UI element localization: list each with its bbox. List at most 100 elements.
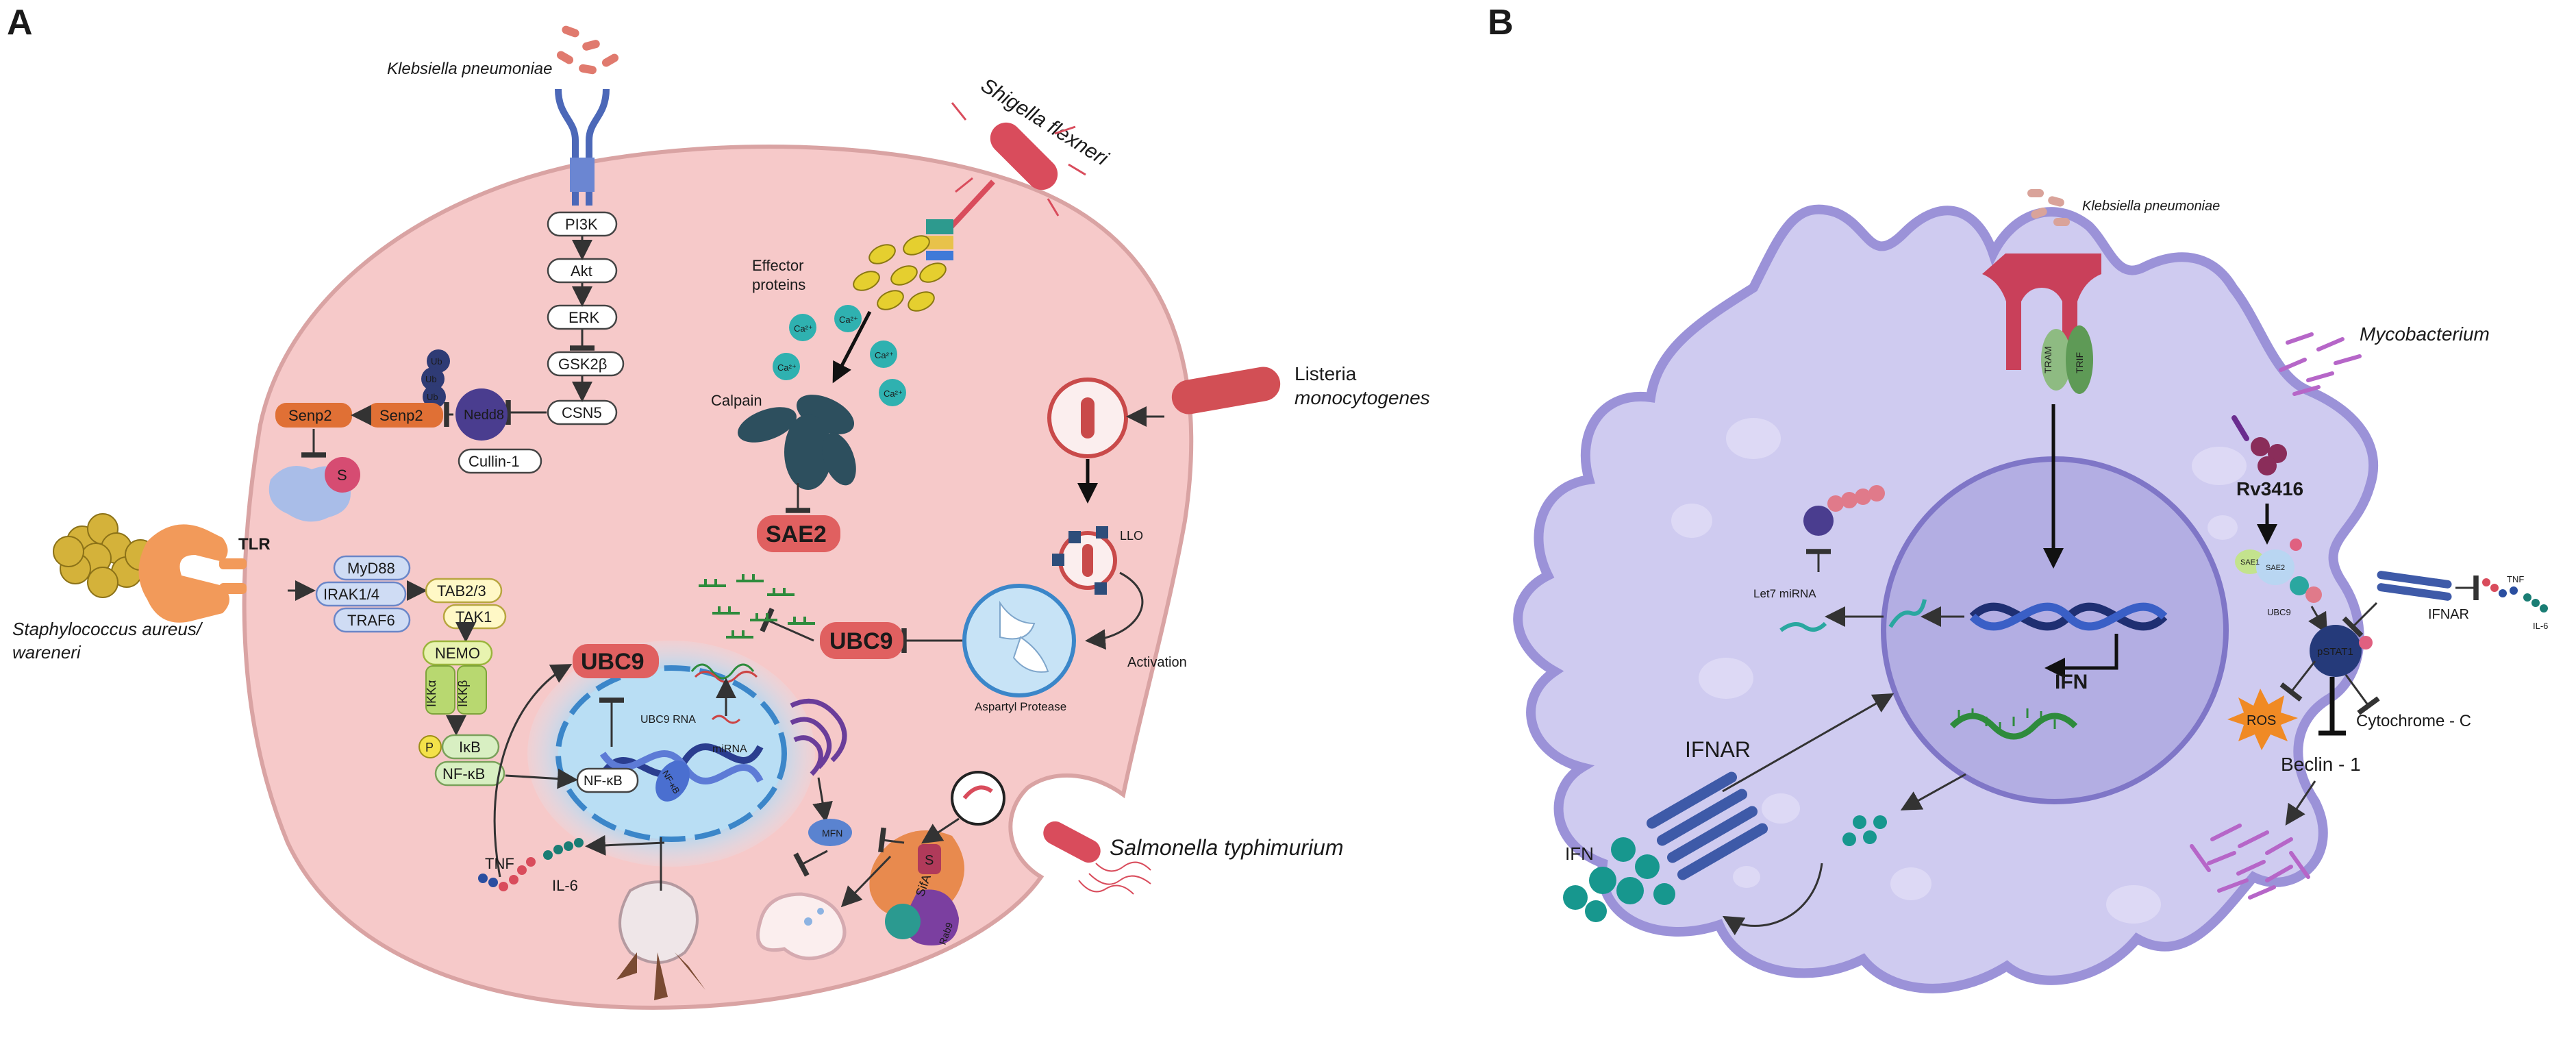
sae2-label-b: SAE2	[2266, 564, 2285, 572]
tak1-label: TAK1	[455, 608, 492, 626]
ros-burst: ROS	[2227, 689, 2298, 750]
ca-label-5: Ca²⁺	[884, 388, 903, 399]
pathway-akt: Akt	[571, 262, 592, 280]
calpain-protein	[738, 395, 856, 490]
traf6-label: TRAF6	[347, 612, 395, 629]
tlr-receptor	[138, 524, 247, 623]
il6-label-b: IL-6	[2533, 621, 2548, 631]
cullin-label: Cullin-1	[468, 453, 520, 470]
panel-a-letter: A	[7, 3, 33, 42]
sumo-target-a: S	[268, 457, 360, 522]
staph-label-1: Staphylococcus aureus/	[12, 619, 203, 639]
pstat1-node: pSTAT1	[2310, 625, 2373, 677]
ub-label-2: Ub	[425, 374, 437, 384]
listeria-bacterium	[1171, 367, 1281, 415]
senp2-b-label: Senp2	[379, 407, 423, 424]
staph-label-2: wareneri	[12, 642, 82, 663]
ubc9-right-box	[820, 622, 903, 659]
rv3416-cluster	[2251, 437, 2287, 475]
shigella-needle	[947, 180, 995, 232]
il6-label-a: IL-6	[552, 877, 578, 894]
vacuole-a	[618, 880, 699, 964]
senp2-a-box	[275, 403, 352, 428]
nfkb-label: NF-κB	[442, 765, 485, 782]
ubc9-label-b: UBC9	[2267, 607, 2291, 617]
senp2-b-box	[366, 403, 443, 428]
ikb-label: IκB	[459, 739, 481, 756]
ca-label-4: Ca²⁺	[875, 350, 894, 360]
beclin-label: Beclin - 1	[2281, 754, 2361, 775]
s-small-label: S	[925, 853, 934, 868]
ub-label-1: Ub	[431, 356, 442, 367]
panel-a: A UBC9 RNA miRNA NF-κB NF-κB Klebsiella …	[7, 3, 1430, 1010]
let7-mirna	[1779, 621, 1827, 632]
ifnar-right-receptor	[2377, 571, 2452, 601]
ub-label-3: Ub	[427, 392, 438, 402]
ikkb-label: IKKβ	[456, 680, 470, 707]
ifn-left-label: IFN	[1565, 843, 1594, 864]
aspartyl-label: Aspartyl Protease	[975, 700, 1066, 713]
ifn-arrow-label: IFN	[2055, 671, 2088, 693]
tab23-label: TAB2/3	[437, 582, 486, 599]
tlr-label: TLR	[238, 535, 271, 554]
effector-proteins	[853, 235, 947, 312]
ifnar-right-label: IFNAR	[2428, 607, 2469, 622]
salmonella-small-vacuole	[951, 771, 1005, 826]
pathway-csn5: CSN5	[562, 404, 602, 421]
effector-label-2: proteins	[752, 276, 805, 293]
mycobacteria-cluster	[2190, 824, 2310, 900]
effector-label-1: Effector	[752, 257, 803, 274]
sae2-box	[757, 515, 840, 552]
cytokines-b	[2482, 578, 2548, 613]
nedd8-label: Nedd8	[464, 408, 504, 423]
ubc9-big-box	[573, 644, 659, 678]
pathway-gsk2b: GSK2β	[558, 356, 607, 373]
p-mark: P	[425, 741, 434, 754]
nemo-label: NEMO	[435, 645, 480, 662]
ubc9-rna-label: UBC9 RNA	[640, 714, 696, 726]
mfn-protein: MFN	[808, 819, 852, 846]
activation-label: Activation	[1127, 655, 1187, 670]
sumo-complex-b	[1803, 485, 1885, 536]
t3ss-complex	[926, 219, 953, 260]
llo-pores	[1052, 526, 1108, 595]
mirna-label-a: miRNA	[712, 743, 747, 755]
ub-chain: Ub Ub Ub	[421, 349, 450, 408]
dna-helix-a	[599, 743, 764, 778]
listeria-label-2: monocytogenes	[1295, 387, 1430, 408]
salmonella-vacuole	[756, 892, 847, 961]
listeria-label-1: Listeria	[1295, 363, 1357, 384]
nfkb-nuclear-label: NF-κB	[584, 774, 623, 789]
panel-b-letter: B	[1488, 3, 1514, 42]
ubc9-right-label: UBC9	[829, 628, 893, 654]
staph-bacteria	[53, 513, 156, 598]
irak-label: IRAK1/4	[323, 586, 379, 603]
cytokine-cluster-a	[478, 838, 584, 891]
pi3k-pathway: PI3K Akt ERK GSK2β CSN5	[505, 211, 625, 425]
myd88-label: MyD88	[347, 560, 395, 577]
pstat1-label: pSTAT1	[2317, 646, 2353, 658]
salmonella-label: Salmonella typhimurium	[1110, 835, 1343, 860]
sae1-label: SAE1	[2240, 558, 2260, 567]
cytoplasm-vesicles	[1671, 418, 2247, 924]
adaptor-complex: MyD88 IRAK1/4 TRAF6 TAB2/3 TAK1 NEMO IKK…	[288, 555, 578, 789]
calpain-label: Calpain	[711, 392, 762, 409]
cytochrome-label: Cytochrome - C	[2356, 712, 2471, 730]
ikka-label: IKKα	[425, 680, 438, 707]
mirna-cluster	[699, 574, 815, 639]
endoplasmic-reticulum	[790, 698, 847, 776]
pathway-pi3k: PI3K	[565, 216, 598, 233]
tnf-label-a: TNF	[485, 855, 514, 872]
ifnar-left-label: IFNAR	[1685, 737, 1751, 762]
nedd8-node	[455, 388, 508, 441]
rv3416-label: Rv3416	[2236, 478, 2303, 499]
mycobacterium-rods	[2279, 332, 2362, 396]
mfn-label: MFN	[822, 828, 842, 839]
pathway-erk: ERK	[568, 309, 600, 326]
let7-label: Let7 miRNA	[1753, 587, 1816, 600]
ubc9-complex-b: UBC9	[2267, 576, 2322, 617]
calcium-ions: Ca²⁺ Ca²⁺ Ca²⁺ Ca²⁺ Ca²⁺	[773, 305, 906, 406]
sae2-label: SAE2	[766, 521, 827, 547]
trif-label: TRIF	[2074, 352, 2085, 373]
